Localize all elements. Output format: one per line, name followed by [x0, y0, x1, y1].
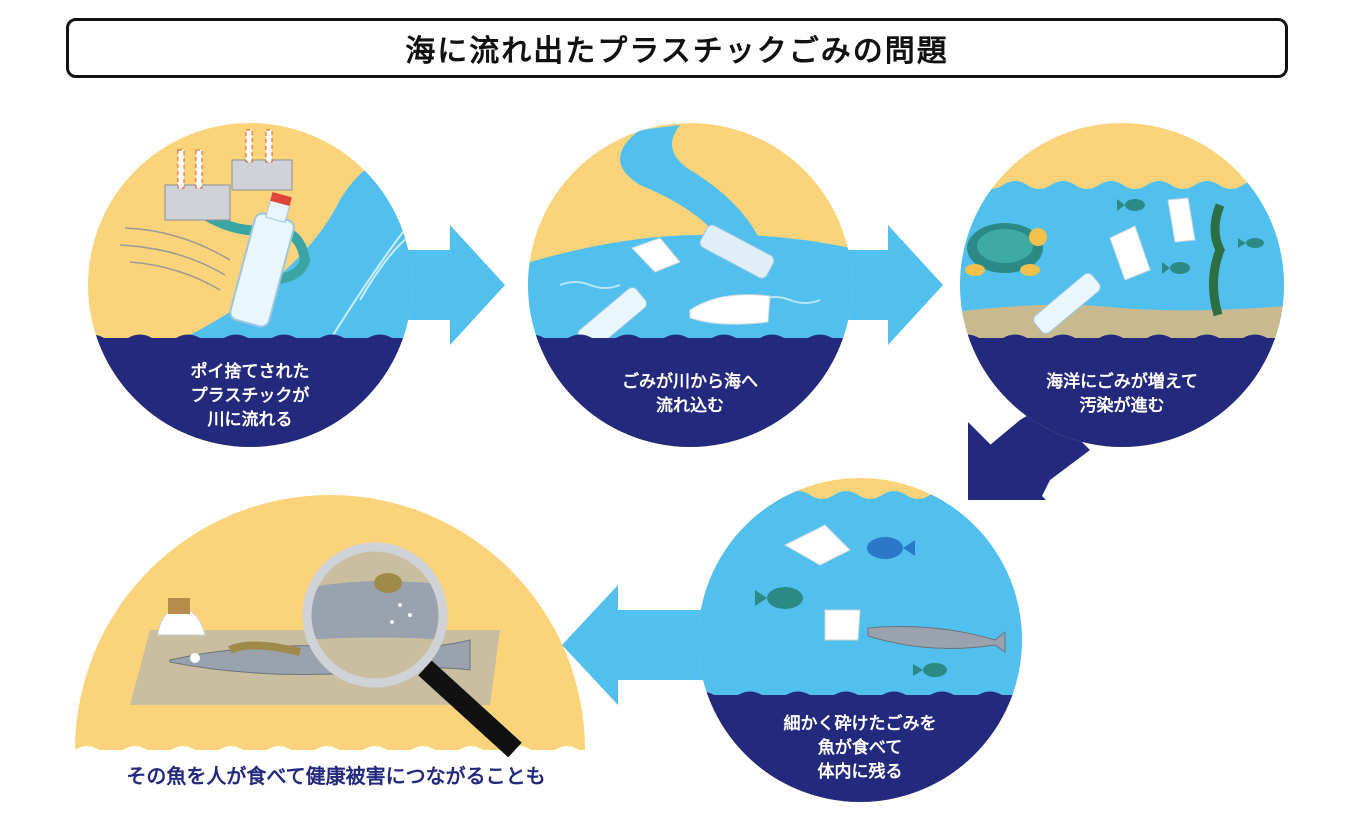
step-1-caption: ポイ捨てされた プラスチックが 川に流れる	[130, 360, 370, 432]
plastic-bag-icon	[631, 237, 681, 273]
step-3-line-1: 海洋にごみが増えて	[1046, 372, 1198, 392]
step-3-caption: 海洋にごみが増えて 汚染が進む	[1002, 370, 1242, 418]
fish-icon	[755, 587, 803, 609]
page-title: 海に流れ出たプラスチックごみの問題	[405, 34, 949, 69]
arrow-1	[402, 225, 505, 345]
saury-fish-icon	[867, 626, 1006, 653]
sea-turtle-icon	[965, 223, 1047, 276]
fish-icon	[1117, 199, 1145, 211]
factory-icon	[164, 129, 293, 221]
plastic-bottle-icon	[229, 192, 295, 328]
arrow-2	[840, 225, 943, 345]
step-4-line-3: 体内に残る	[817, 762, 903, 782]
fish-icon	[913, 663, 947, 677]
final-scene	[75, 495, 585, 758]
arrow-4	[562, 585, 710, 705]
step-1-line-2: プラスチックが	[190, 386, 310, 406]
plastic-bottle-icon	[1033, 272, 1101, 334]
plastic-bag-icon	[1109, 225, 1151, 281]
step-1-line-3: 川に流れる	[207, 410, 293, 430]
seaweed-icon	[1208, 203, 1225, 317]
rice-icon	[157, 598, 206, 636]
fish-icon	[867, 537, 915, 559]
final-caption: その魚を人が食べて健康被害につながることも	[126, 764, 546, 788]
step-2-line-1: ごみが川から海へ	[622, 372, 758, 392]
step-3-line-2: 汚染が進む	[1079, 396, 1165, 416]
step-4-line-1: 細かく砕けたごみを	[783, 714, 937, 734]
plastic-bottle-icon	[699, 224, 775, 279]
step-2-caption: ごみが川から海へ 流れ込む	[570, 370, 810, 418]
step-2-line-2: 流れ込む	[656, 396, 724, 416]
step-1-line-1: ポイ捨てされた	[190, 362, 310, 382]
fish-icon	[1162, 262, 1190, 274]
step-4-caption: 細かく砕けたごみを 魚が食べて 体内に残る	[740, 712, 980, 784]
step-4-line-2: 魚が食べて	[817, 738, 903, 758]
magnifying-glass-icon	[302, 542, 522, 758]
title-box: 海に流れ出たプラスチックごみの問題	[66, 18, 1288, 78]
step-1-circle	[88, 123, 412, 447]
fish-icon	[1238, 238, 1264, 248]
